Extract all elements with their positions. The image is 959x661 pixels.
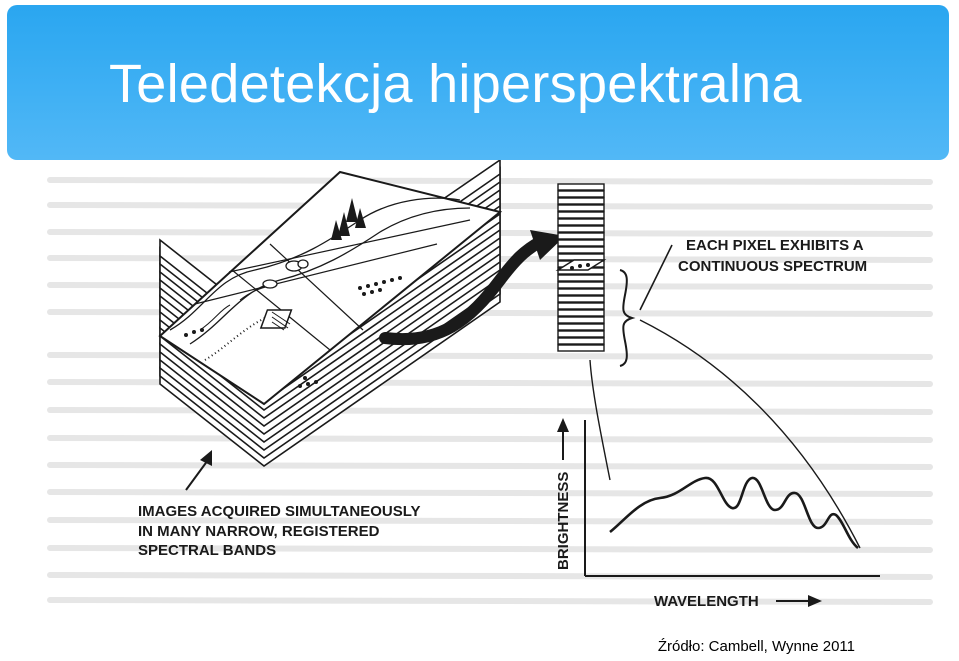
spectrum-curve (609, 476, 859, 550)
curved-arrow (379, 230, 565, 346)
brightness-arrow-head (557, 418, 569, 432)
shrubs (184, 276, 402, 388)
x-axis-label: WAVELENGTH (654, 593, 759, 610)
slide-title: Teledetekcja hiperspektralna (109, 54, 802, 114)
brace (619, 269, 636, 367)
images-label-line-2: IN MANY NARROW, REGISTERED (138, 523, 380, 540)
image-stack (158, 160, 503, 467)
pixel-label-line-2: CONTINUOUS SPECTRUM (678, 258, 867, 275)
pixel-stack-shrubs (570, 263, 590, 270)
images-label-line-3: SPECTRAL BANDS (138, 542, 276, 559)
images-label-arrow (185, 450, 212, 491)
pixel-label-line-1: EACH PIXEL EXHIBITS A (686, 237, 864, 254)
trees (331, 198, 366, 240)
funnel-lines (589, 319, 861, 549)
images-label-line-1: IMAGES ACQUIRED SIMULTANEOUSLY (138, 503, 421, 520)
spectrum-graph (557, 418, 880, 607)
stack-top-face (158, 170, 503, 406)
pixel-label-leader (639, 244, 673, 311)
source-citation: Źródło: Cambell, Wynne 2011 (657, 638, 855, 655)
title-bar: Teledetekcja hiperspektralna (7, 5, 949, 160)
rocks (262, 259, 309, 289)
pixel-stack (555, 183, 607, 352)
wavelength-arrow-head (808, 595, 822, 607)
hyperspectral-diagram: EACH PIXEL EXHIBITS A CONTINUOUS SPECTRU… (0, 160, 959, 630)
y-axis-label: BRIGHTNESS (555, 472, 572, 570)
diagram-svg: EACH PIXEL EXHIBITS A CONTINUOUS SPECTRU… (47, 160, 933, 610)
